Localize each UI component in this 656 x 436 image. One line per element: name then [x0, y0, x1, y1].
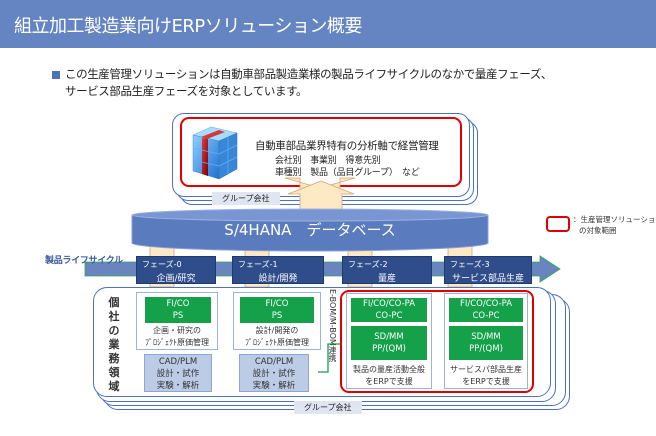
phase-1-number: フェーズ-1 [238, 260, 278, 269]
vertical-char: 務 [108, 352, 120, 365]
database-label: S/4HANA データベース [224, 221, 396, 239]
module-text: CO-PC [472, 311, 500, 321]
vertical-char: 業 [108, 338, 120, 351]
column-2-desc: 製品の量産活動全般 をERPで支援 [347, 364, 431, 388]
cad-line: 実験・解析 [252, 381, 296, 391]
column-0-green-box: FI/CO PS [145, 297, 211, 323]
module-text: SD/MM [374, 332, 404, 342]
vertical-char: 個 [108, 296, 120, 309]
module-text: FI/CO [166, 299, 190, 309]
intro-text: この生産管理ソリューションは自動車部品製造業様の製品ライフサイクルのなかで量産フ… [65, 66, 552, 100]
column-1: FI/CO PS 設計/開発の ﾌﾟﾛｼﾞｪｸﾄ原価管理 CAD/PLM 設計・… [233, 292, 321, 394]
legend-text: ：生産管理ソリューション の対象範囲 [573, 214, 656, 236]
desc-line: 企画・研究の [153, 326, 201, 335]
top-group-company-label: グループ会社 [212, 192, 280, 205]
phase-2: フェーズ-2 量産 [342, 256, 432, 284]
module-text: FI/CO/CO-PA [362, 299, 416, 309]
phase-2-name: 量産 [377, 274, 396, 284]
phase-2-number: フェーズ-2 [348, 260, 388, 269]
module-text: PP/(QM) [469, 344, 503, 354]
cad-line: 実験・解析 [156, 381, 200, 391]
vertical-char: の [108, 324, 120, 337]
column-1-desc: 設計/開発の ﾌﾟﾛｼﾞｪｸﾄ原価管理 [234, 325, 320, 349]
top-to-db-arrow [287, 180, 355, 210]
top-panel-title: 自動車部品業界特有の分析軸で経営管理 [255, 140, 439, 152]
lifecycle-label: 製品ライフサイクル [45, 256, 123, 266]
cad-line: CAD/PLM [158, 357, 198, 367]
column-1-cad-box: CAD/PLM 設計・試作 実験・解析 [239, 354, 309, 392]
phase-3-number: フェーズ-3 [450, 260, 490, 269]
phase-0-number: フェーズ-0 [142, 260, 182, 269]
top-panel-line-2: 車種別 製品（品目グループ） など [275, 168, 420, 178]
business-area-vertical-label: 個社の業務領域 [106, 296, 122, 394]
phase-0: フェーズ-0 企画/研究 [136, 256, 216, 284]
column-2: FI/CO/CO-PA CO-PC SD/MM PP/(QM) 製品の量産活動全… [346, 293, 432, 389]
cad-line: CAD/PLM [254, 357, 294, 367]
column-3: FI/CO/CO-PA CO-PC SD/MM PP/(QM) サービスパ部品生… [444, 293, 528, 389]
slide-header [0, 0, 656, 48]
column-1-green-box: FI/CO PS [240, 297, 314, 323]
module-text: FI/CO/CO-PA [459, 299, 513, 309]
intro-line-2: サービス部品生産フェーズを対象としています。 [65, 84, 308, 98]
database-cylinder [131, 208, 489, 252]
bottom-group-company-label: グループ会社 [294, 401, 362, 414]
desc-line: サービスパ部品生産 [450, 365, 522, 374]
vertical-char: 域 [108, 380, 120, 393]
module-text: FI/CO [265, 299, 289, 309]
intro-line-1: この生産管理ソリューションは自動車部品製造業様の製品ライフサイクルのなかで量産フ… [65, 67, 553, 81]
module-text: SD/MM [471, 332, 501, 342]
desc-line: をERPで支援 [462, 377, 510, 386]
column-3-finance-box: FI/CO/CO-PA CO-PC [449, 298, 523, 322]
column-0-desc: 企画・研究の ﾌﾟﾛｼﾞｪｸﾄ原価管理 [137, 325, 217, 349]
column-3-desc: サービスパ部品生産 をERPで支援 [445, 364, 527, 388]
desc-line: 製品の量産活動全般 [353, 365, 425, 374]
cad-line: 設計・試作 [252, 369, 296, 379]
module-text: PS [172, 311, 184, 321]
cad-line: 設計・試作 [156, 369, 200, 379]
module-text: CO-PC [375, 311, 403, 321]
column-0: FI/CO PS 企画・研究の ﾌﾟﾛｼﾞｪｸﾄ原価管理 CAD/PLM 設計・… [136, 292, 218, 394]
column-2-finance-box: FI/CO/CO-PA CO-PC [351, 298, 427, 322]
legend-line-1: ：生産管理ソリューション [573, 215, 656, 224]
slide-title: 組立加工製造業向けERPソリューション概要 [14, 16, 362, 37]
desc-line: をERPで支援 [365, 377, 413, 386]
phase-3: フェーズ-3 サービス部品生産 [444, 256, 532, 284]
desc-line: 設計/開発の [255, 326, 299, 335]
column-0-upper: FI/CO PS 企画・研究の ﾌﾟﾛｼﾞｪｸﾄ原価管理 [136, 292, 218, 350]
top-panel-line-1: 会社別 事業別 得意先別 [275, 156, 381, 166]
phase-1: フェーズ-1 設計/開発 [232, 256, 324, 284]
column-1-upper: FI/CO PS 設計/開発の ﾌﾟﾛｼﾞｪｸﾄ原価管理 [233, 292, 321, 350]
module-text: PP/(QM) [372, 344, 406, 354]
square-bullet-icon [52, 71, 60, 79]
vertical-char: 社 [108, 310, 120, 323]
desc-line: ﾌﾟﾛｼﾞｪｸﾄ原価管理 [245, 338, 309, 347]
column-2-logistics-box: SD/MM PP/(QM) [351, 326, 427, 360]
phase-3-name: サービス部品生産 [451, 274, 524, 284]
phase-1-name: 設計/開発 [258, 274, 298, 284]
desc-line: ﾌﾟﾛｼﾞｪｸﾄ原価管理 [145, 338, 209, 347]
data-cube-icon [192, 126, 238, 180]
ebom-mbom-label: E-BOM/M-BOM連携 [328, 289, 337, 362]
column-3-logistics-box: SD/MM PP/(QM) [449, 326, 523, 360]
legend-red-box [546, 216, 570, 232]
phase-0-name: 企画/研究 [156, 274, 196, 284]
vertical-char: 領 [108, 366, 120, 379]
module-text: PS [271, 311, 283, 321]
legend-line-2: の対象範囲 [579, 226, 617, 235]
column-0-cad-box: CAD/PLM 設計・試作 実験・解析 [144, 354, 212, 392]
